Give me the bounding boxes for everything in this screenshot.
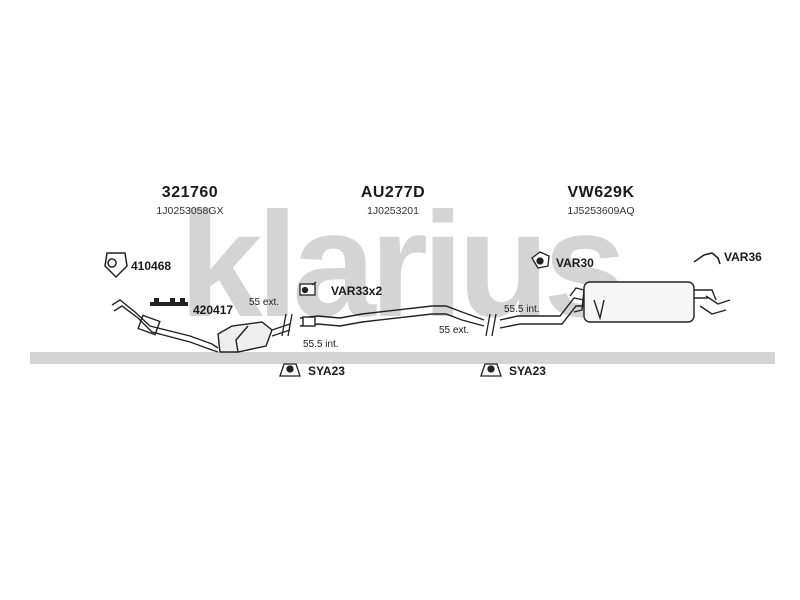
label-hanger: VAR33x2 (331, 284, 383, 298)
gasket-icon (104, 252, 128, 279)
part-ref-au277d: 1J0253201 (367, 205, 419, 217)
measurement-front-int: 55.5 int. (303, 339, 339, 350)
pipe-break-marks (281, 313, 497, 337)
clamp-icon-left (279, 363, 301, 377)
bracket-hook-icon (693, 252, 721, 265)
hanger-icon (299, 281, 317, 296)
label-clamp-left: SYA23 (308, 364, 345, 378)
label-clamp-bracket: 420417 (193, 303, 234, 317)
intermediate-pipe (299, 305, 485, 327)
part-ref-vw629k: 1J5253609AQ (567, 205, 635, 217)
label-bracket-hook: VAR36 (724, 250, 762, 264)
rubber-mount-icon (531, 251, 550, 269)
clamp-icon-right (480, 363, 502, 377)
measurement-rear-int: 55.5 int. (504, 304, 540, 315)
measurement-rear-ext: 55 ext. (439, 325, 470, 336)
front-pipe-catalytic-converter (111, 299, 291, 353)
label-rubber-mount: VAR30 (556, 256, 594, 270)
part-code-vw629k: VW629K (567, 184, 635, 201)
label-gasket: 410468 (131, 259, 172, 273)
part-code-321760: 321760 (161, 184, 219, 201)
part-code-au277d: AU277D (360, 184, 426, 201)
part-ref-321760: 1J0253058GX (156, 205, 224, 217)
measurement-front-ext: 55 ext. (249, 297, 280, 308)
label-clamp-right: SYA23 (509, 364, 546, 378)
rear-silencer (499, 281, 731, 329)
clamp-bracket-icon (150, 298, 188, 306)
